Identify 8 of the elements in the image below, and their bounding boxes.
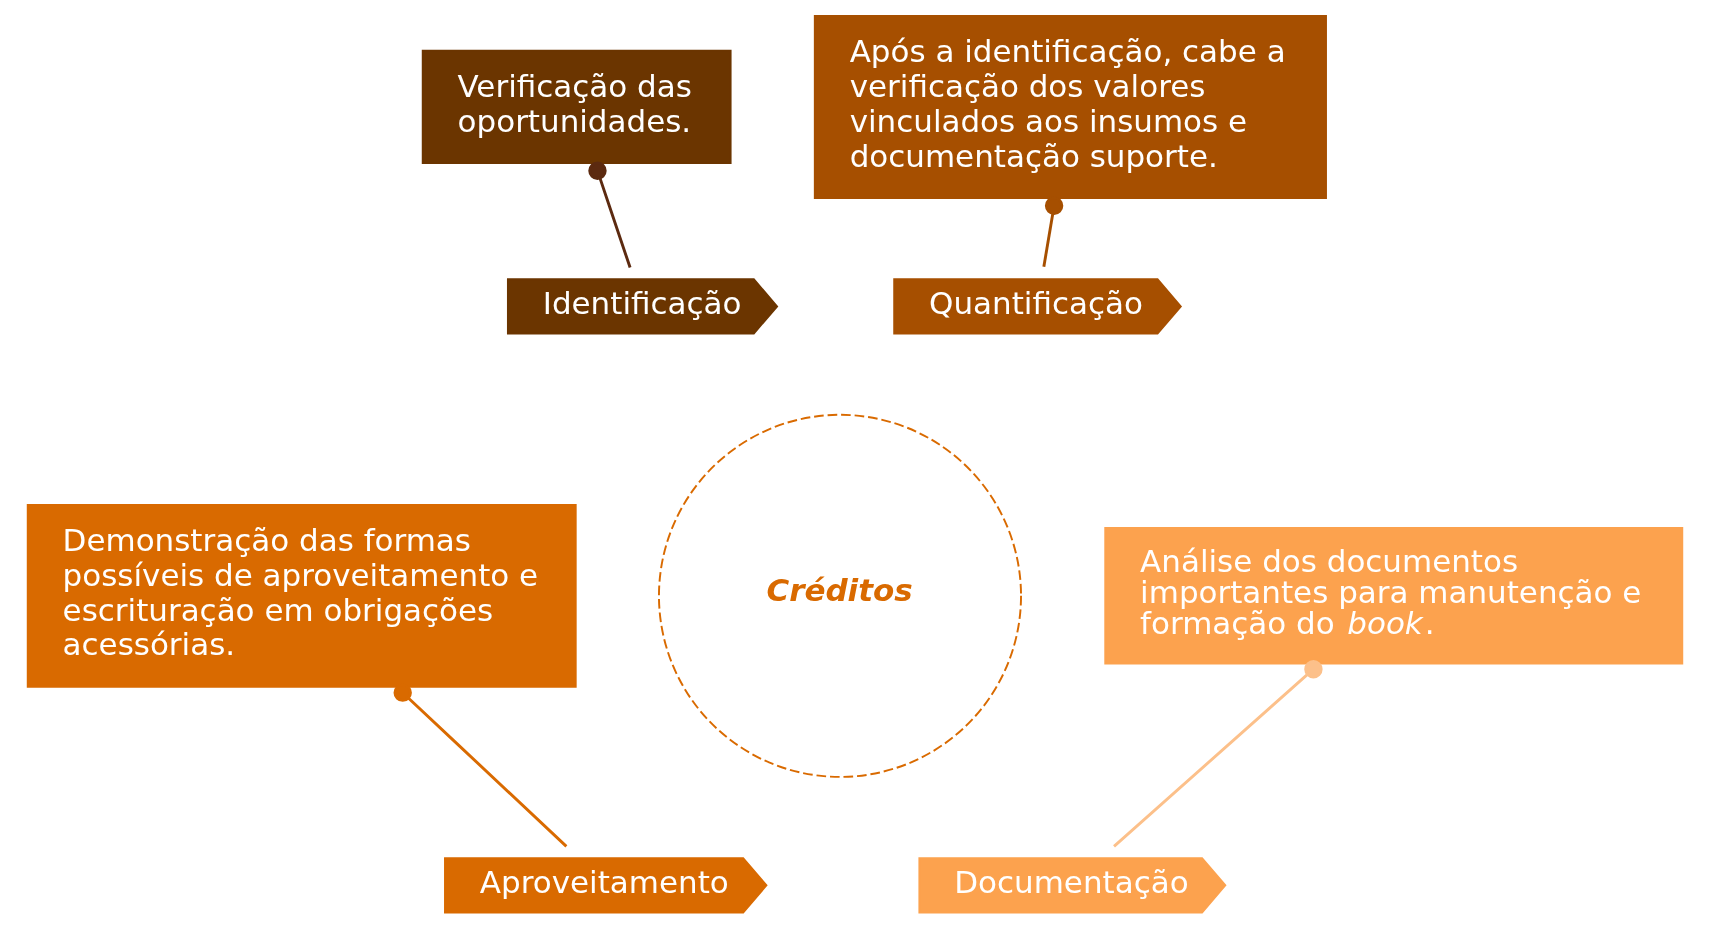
node-box: Análise dos documentos importantes para manutenção e formação do book.	[1104, 527, 1684, 665]
connector	[1042, 196, 1064, 267]
node-circle: Créditos	[658, 413, 1022, 778]
node-box: Demonstração das formas possíveis de aproveitamento e escrituração em obrigações acessórias.	[26, 503, 577, 688]
connector	[588, 161, 632, 269]
node-box: Após a identificação, cabe a verificação dos valores vinculados aos insumos e documentação suporte.	[813, 14, 1327, 199]
node-box: Verificação das oportunidades.	[421, 49, 732, 165]
connector	[1113, 660, 1323, 848]
